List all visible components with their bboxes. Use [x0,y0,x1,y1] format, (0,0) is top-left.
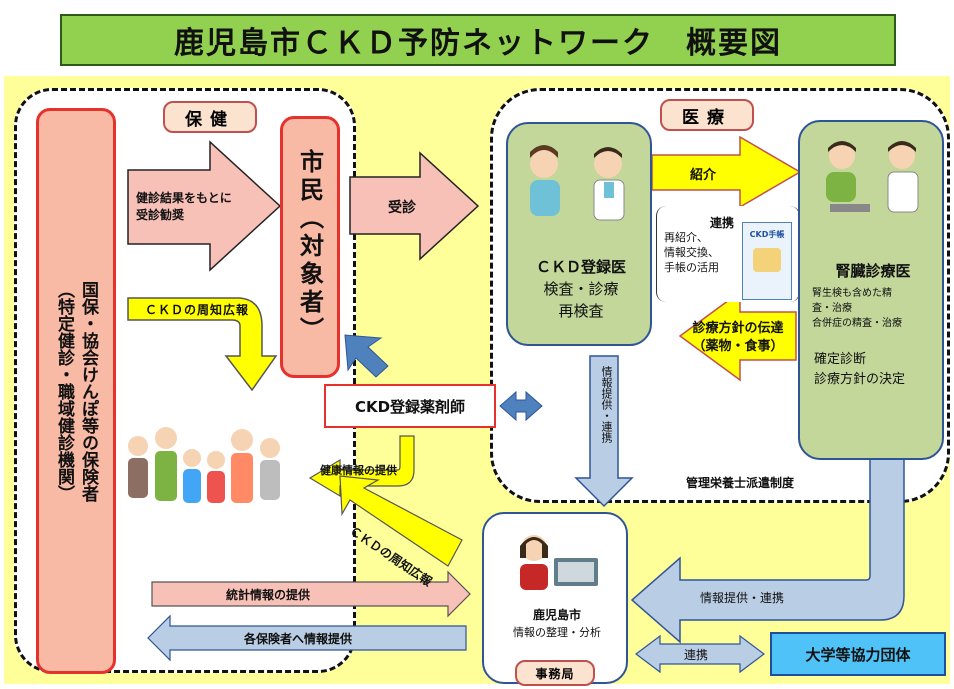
policy-line1: 診療方針の伝達 [692,321,784,336]
office-role: 情報の整理・分析 [513,626,601,639]
kidney-doctor-line3: 合併症の精査・治療 [812,318,902,329]
kidney-doctor-line2: 査・治療 [812,303,852,314]
insurer-info-arrow [147,614,467,662]
kidney-doctor-line1: 腎生検も含めた精 [812,288,892,299]
recommend-line1: 健診結果をもとに [136,191,232,205]
citizen-label: 市民（対象者） [293,149,328,345]
ckd-doctor-illustration [530,145,625,221]
office-illustration [520,535,598,590]
cooperation-item-1: 再紹介、 [664,231,708,244]
notebook-illustration [753,248,781,272]
link-arrow [635,634,765,674]
cooperation-list: 再紹介、 情報交換、 手帳の活用 [664,230,719,275]
insurers-label: 国保・協会けんぽ等の保険者 （特定健診・職域健診機関） [52,281,100,502]
insurer-info-label: 各保険者へ情報提供 [244,632,353,646]
health-tag: 保健 [163,101,257,133]
kidney-doctor-decisions: 確定診断 診療方針の決定 [814,350,905,390]
cooperation-item-2: 情報交換、 [664,246,719,259]
ckd-doctor-box: ＣＫＤ登録医 検査・診療 再検査 [506,122,652,346]
visit-arrow [349,151,480,261]
university-box: 大学等協力団体 [770,632,946,676]
recommend-label: 健診結果をもとに 受診勧奨 [136,190,232,224]
awareness-label: ＣＫＤの周知広報 [145,303,250,317]
info-right-label: 情報提供・連携 [700,591,785,605]
citizen-box: 市民（対象者） [280,116,340,378]
health-info-label: 健康情報の提供 [320,464,397,477]
office-box: 鹿児島市 情報の整理・分析 [482,512,628,684]
page-title: 鹿児島市ＣＫＤ予防ネットワーク 概要図 [60,14,896,66]
medical-tag: 医療 [660,99,754,131]
pharmacist-label: CKD登録薬剤師 [354,397,466,416]
ckd-doctor-line2: 再検査 [558,302,604,320]
cooperation-title: 連携 [710,216,735,230]
referral-arrow [651,135,802,209]
info-vertical-arrow [574,355,634,508]
policy-line2: （薬物・食事） [692,339,784,354]
ckd-doctor-line1: 検査・診療 [543,280,619,298]
policy-arrow [678,290,797,382]
kidney-doctor-details: 腎生検も含めた精 査・治療 合併症の精査・治療 [812,286,902,331]
office-tag: 事務局 [515,660,595,686]
stats-arrow [151,570,471,618]
visit-label: 受診 [388,200,416,216]
kidney-doctor-box: 腎臓診療医 腎生検も含めた精 査・治療 合併症の精査・治療 確定診断 診療方針の… [798,120,944,460]
policy-label: 診療方針の伝達 （薬物・食事） [690,320,786,356]
recommend-line2: 受診勧奨 [136,208,185,222]
university-label: 大学等協力団体 [805,645,911,664]
cooperation-item-3: 手帳の活用 [664,261,719,274]
insurers-line2: （特定健診・職域健診機関） [54,280,74,502]
health-info-arrow [308,435,415,498]
stats-label: 統計情報の提供 [226,588,311,602]
info-right-arrow [630,449,905,644]
recommend-arrow [127,140,282,272]
kidney-doctor-title: 腎臓診療医 [835,262,911,280]
citizen-line2: （対象者） [295,205,324,345]
citizen-line1: 市民 [295,149,324,205]
kidney-doctor-illustration [826,141,919,213]
pharmacist-doctor-arrow [499,390,543,422]
referral-label: 紹介 [690,168,717,183]
ckd-doctor-title: ＣＫＤ登録医 [535,258,626,276]
info-vertical-label: 情報提供・連携 [600,366,613,443]
awareness-diagonal-arrow [339,475,463,567]
ckd-notebook-label: CKD手帳 [749,230,785,239]
ckd-notebook-image: CKD手帳 [742,222,792,300]
insurers-line1: 国保・協会けんぽ等の保険者 [78,280,98,502]
kidney-doctor-line4: 確定診断 [814,352,867,367]
family-illustration [128,427,280,503]
insurers-box: 国保・協会けんぽ等の保険者 （特定健診・職域健診機関） [36,108,116,674]
kidney-doctor-line5: 診療方針の決定 [814,372,906,387]
pharmacist-citizen-arrow [344,334,389,378]
office-name: 鹿児島市 [532,608,581,622]
dietitian-label: 管理栄養士派遣制度 [686,476,795,490]
link-label: 連携 [684,648,709,662]
pharmacist-box: CKD登録薬剤師 [324,384,496,428]
awareness-arrow [127,297,278,392]
